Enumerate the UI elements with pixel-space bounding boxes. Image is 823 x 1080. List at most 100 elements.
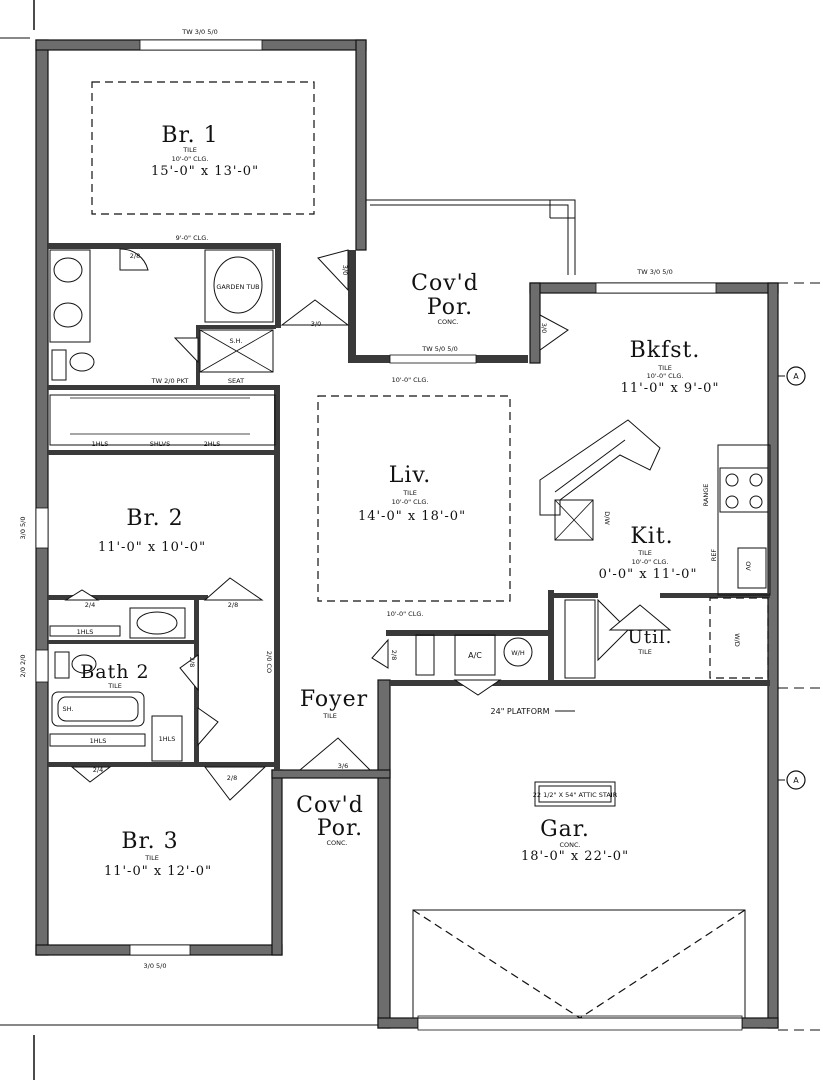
side-window-tags: 3/0 5/0 2/0 2/0 (19, 517, 27, 678)
room-cov-por-top: Cov'd Por. CONC. TW 5/0 5/0 (411, 271, 479, 353)
closet-label-a: 1HLS (92, 440, 109, 448)
bath-tw-label: TW 2/0 PKT (151, 377, 189, 385)
bath2-fixtures: SH. 1HLS 1HLS 1HLS (49, 607, 186, 762)
room-kit: Kit. TILE 10'-0" CLG. 0'-0" x 11'-0" (599, 524, 698, 582)
platform-label: 24" PLATFORM (491, 707, 550, 716)
bath2-finish: TILE (107, 682, 122, 690)
mechanical: A/C W/H 24" PLATFORM (415, 634, 575, 716)
door-tag-bath2: 2/8 (188, 657, 196, 667)
windows (35, 39, 743, 1031)
garage-fixtures: 22 1/2" X 54" ATTIC STAIR (412, 781, 746, 1019)
liv-ceiling: 10'-0" CLG. (392, 498, 429, 506)
hall-clg: 9'-0" CLG. (176, 234, 209, 242)
bkfst-window: TW 3/0 5/0 (636, 268, 672, 276)
cov-por-top-window: TW 5/0 5/0 (421, 345, 457, 353)
door-tag-br1-hall: 3/0 (311, 320, 321, 328)
bkfst-name: Bkfst. (630, 338, 701, 363)
bath2-linen-label: 1HLS (90, 737, 107, 745)
room-foyer: Foyer TILE (300, 687, 367, 720)
room-util: Util. TILE (628, 627, 673, 656)
room-bath2: Bath 2 TILE (80, 661, 149, 690)
door-tag-hall-closet: 2/0 CO (265, 651, 273, 673)
liv-clg-bottom: 10'-0" CLG. (387, 610, 424, 618)
window-tag-br2: 3/0 5/0 (19, 517, 27, 540)
door-swings (64, 248, 672, 801)
hall-closets: 1HLS SHLVS 2HLS TW 2/0 PKT (49, 377, 276, 448)
br3-finish: TILE (144, 854, 159, 862)
kit-size: 0'-0" x 11'-0" (599, 567, 698, 582)
br3-name: Br. 3 (121, 829, 178, 854)
wh-label: W/H (511, 649, 525, 657)
kit-ceiling: 10'-0" CLG. (632, 558, 669, 566)
liv-clg-top: 10'-0" CLG. (392, 376, 429, 384)
utility-fixtures: W/D (564, 597, 769, 679)
sink-1 (53, 257, 83, 283)
br1-window: TW 3/0 5/0 (181, 28, 217, 36)
window-tag-bath2: 2/0 2/0 (19, 655, 27, 678)
cov-por-top-name1: Cov'd (411, 271, 479, 296)
door-tags: 2/8 3/0 3/0 3/0 2/4 2/8 2/8 2/4 2/8 2/8 … (85, 252, 548, 782)
br1-finish: TILE (182, 146, 197, 154)
kit-name: Kit. (630, 524, 673, 549)
closet-label-b: 2HLS (204, 440, 221, 448)
section-marker-top-label: A (793, 372, 799, 381)
room-gar: Gar. CONC. 18'-0" x 22'-0" (521, 817, 629, 864)
bath1-fixtures: GARDEN TUB S.H. SEAT (49, 249, 274, 385)
cov-por-bottom-finish: CONC. (326, 839, 347, 847)
gar-finish: CONC. (559, 841, 580, 849)
shower-label: S.H. (229, 337, 242, 345)
door-tag-br2: 2/8 (228, 601, 238, 609)
door-tag-br3-closet: 2/4 (93, 766, 103, 774)
br2-name: Br. 2 (126, 506, 183, 531)
gar-size: 18'-0" x 22'-0" (521, 849, 629, 864)
util-name: Util. (628, 627, 673, 648)
br1-tray-ceiling (91, 81, 315, 215)
bath2-closet-label: 1HLS (159, 735, 176, 743)
br2-size: 11'-0" x 10'-0" (98, 540, 206, 555)
util-finish: TILE (637, 648, 652, 656)
door-tag-br3: 2/8 (227, 774, 237, 782)
attic-stair-label: 22 1/2" X 54" ATTIC STAIR (533, 791, 618, 799)
room-bkfst: Bkfst. TILE 10'-0" CLG. 11'-0" x 9'-0" T… (621, 268, 720, 396)
closet-label-shelves: SHLVS (150, 440, 171, 448)
kit-finish: TILE (637, 549, 652, 557)
liv-finish: TILE (402, 489, 417, 497)
kitchen-fixtures: RANGE D/W OV REF (539, 419, 771, 596)
br3-window: 3/0 5/0 (144, 962, 167, 970)
room-cov-por-bottom: Cov'd Por. CONC. (296, 793, 363, 847)
door-tag-bkfst-porch: 3/0 (540, 323, 548, 333)
section-marker-bottom-label: A (793, 776, 799, 785)
bath2-name: Bath 2 (80, 661, 149, 683)
liv-tray-ceiling (317, 395, 511, 602)
cov-por-bottom-name2: Por. (317, 816, 363, 841)
liv-name: Liv. (389, 463, 431, 488)
bath2-tub-label: SH. (63, 705, 74, 713)
cov-por-top-name2: Por. (427, 295, 473, 320)
dw-label: D/W (603, 511, 611, 525)
sink-2 (53, 302, 83, 328)
gar-name: Gar. (540, 817, 590, 842)
room-br3: Br. 3 TILE 11'-0" x 12'-0" 3/0 5/0 (104, 829, 211, 970)
bkfst-ceiling: 10'-0" CLG. (647, 372, 684, 380)
range-label: RANGE (702, 484, 710, 507)
seat-label: SEAT (228, 377, 244, 385)
room-liv: 10'-0" CLG. Liv. TILE 10'-0" CLG. 14'-0"… (358, 376, 466, 618)
garden-tub (213, 256, 263, 314)
section-marker-bottom: A (778, 770, 806, 790)
ref-label: REF (710, 549, 718, 562)
door-tag-br2-closet: 2/4 (85, 601, 95, 609)
room-br2: Br. 2 11'-0" x 10'-0" (98, 506, 206, 555)
door-tag-br1-bath: 2/8 (130, 252, 140, 260)
br1-size: 15'-0" x 13'-0" (151, 164, 259, 179)
ac-label: A/C (468, 651, 482, 660)
door-tag-br1-porch: 3/0 (341, 265, 349, 275)
liv-size: 14'-0" x 18'-0" (358, 509, 466, 524)
br2-closet-label: 1HLS (77, 628, 94, 636)
door-tag-front: 3/6 (338, 762, 348, 770)
bkfst-size: 11'-0" x 9'-0" (621, 381, 720, 396)
foyer-finish: TILE (322, 712, 337, 720)
wd-label: W/D (733, 633, 741, 647)
bkfst-finish: TILE (657, 364, 672, 372)
br1-ceiling: 10'-0" CLG. (172, 155, 209, 163)
